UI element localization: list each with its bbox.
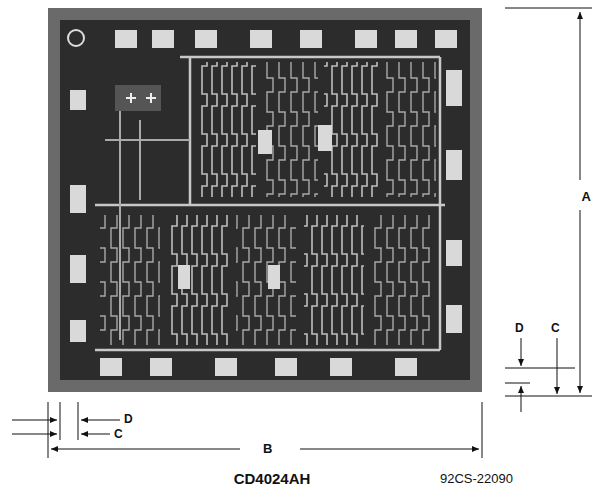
dimension-label: D — [124, 413, 133, 425]
caption: CD4024AH — [234, 471, 311, 486]
dimension-label: C — [114, 428, 123, 440]
dimension-label: B — [263, 442, 272, 455]
dimension-label: C — [551, 322, 560, 334]
dimension-label: A — [582, 190, 591, 203]
dimension-label: D — [515, 322, 524, 334]
figure-number: 92CS-22090 — [440, 472, 513, 485]
